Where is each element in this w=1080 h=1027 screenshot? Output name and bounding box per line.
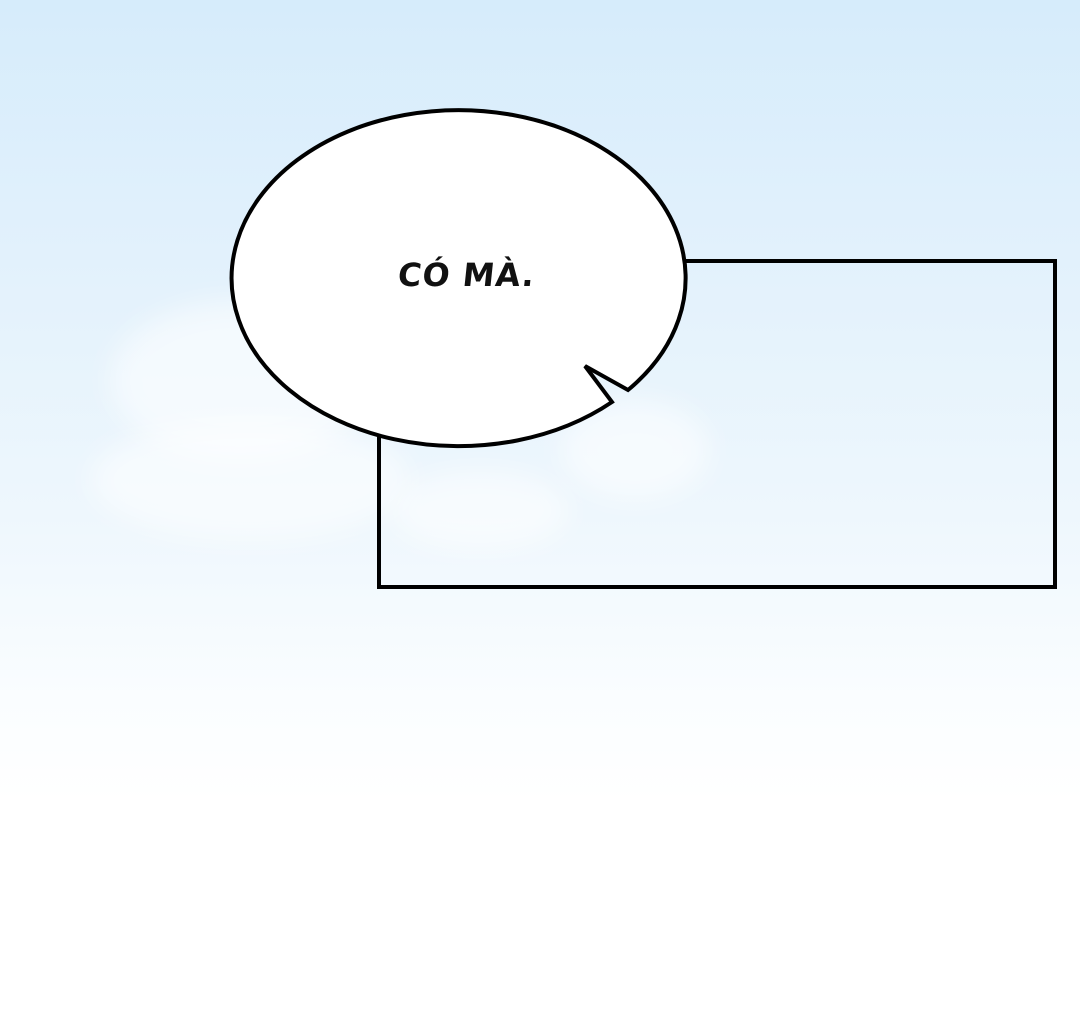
speech-bubble-text: CÓ MÀ. bbox=[396, 256, 538, 294]
cloud bbox=[90, 420, 410, 540]
cloud bbox=[390, 470, 570, 550]
speech-bubble bbox=[229, 108, 688, 449]
